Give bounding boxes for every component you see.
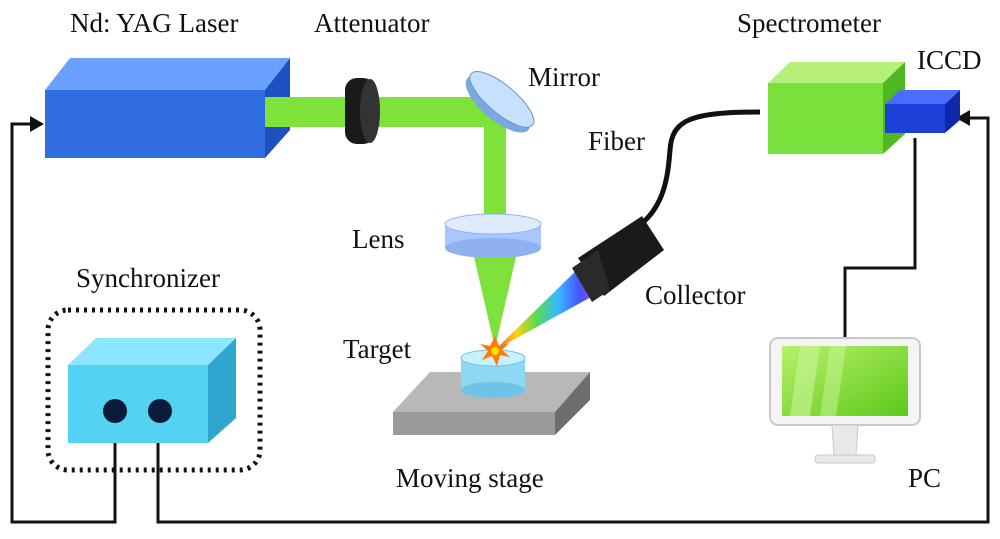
laser-beam-vertical	[484, 110, 506, 232]
fiber-label: Fiber	[588, 126, 645, 156]
spectrometer-box	[768, 62, 905, 154]
target-sample	[460, 349, 526, 398]
moving-stage-label: Moving stage	[396, 463, 544, 493]
mirror-element	[465, 71, 535, 133]
arrow-to-laser	[30, 116, 44, 132]
synchronizer-box	[68, 338, 236, 443]
iccd-box	[885, 90, 960, 133]
spectrometer-label: Spectrometer	[737, 8, 881, 38]
laser-beam-horizontal	[265, 97, 505, 127]
pc-monitor-icon	[769, 337, 921, 464]
laser-box	[45, 58, 290, 158]
attenuator-label: Attenuator	[314, 8, 430, 38]
plasma-emission	[495, 262, 600, 350]
lens-label: Lens	[352, 224, 405, 254]
synchronizer-port-1	[103, 399, 127, 423]
collector-element	[572, 216, 664, 302]
fiber-cable	[638, 109, 761, 227]
focused-beam	[472, 248, 518, 348]
target-label: Target	[343, 334, 412, 364]
mirror-label: Mirror	[528, 62, 600, 92]
attenuator-element	[345, 78, 380, 144]
collector-label: Collector	[645, 280, 746, 310]
synchronizer-label: Synchronizer	[76, 263, 220, 293]
lens-element	[444, 213, 542, 258]
laser-label: Nd: YAG Laser	[70, 8, 239, 38]
pc-label: PC	[908, 463, 942, 493]
synchronizer-frame	[45, 307, 263, 473]
trigger-wires	[10, 116, 990, 524]
arrow-to-iccd	[956, 110, 970, 126]
synchronizer-port-2	[148, 399, 172, 423]
iccd-label: ICCD	[917, 45, 982, 75]
plasma-spark-icon	[480, 336, 510, 366]
